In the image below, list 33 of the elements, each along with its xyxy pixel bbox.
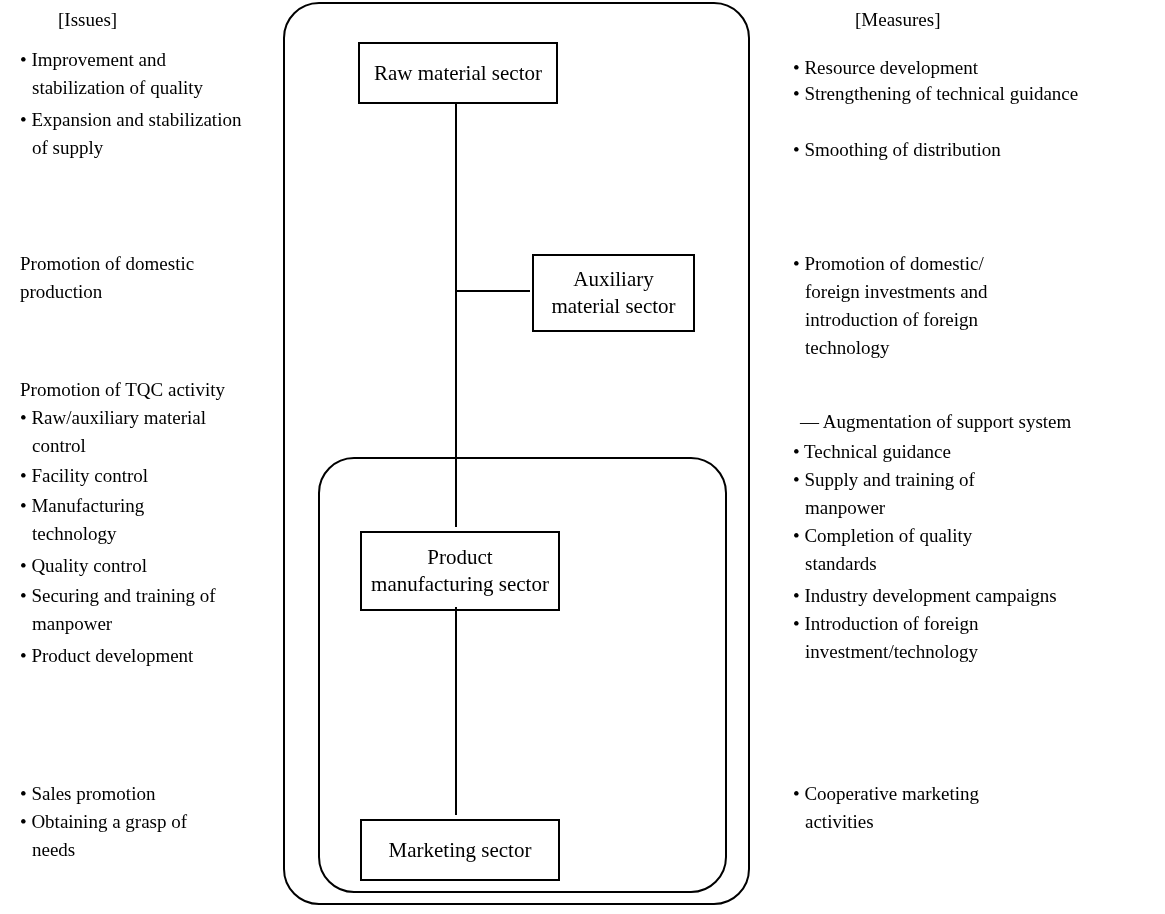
sector-box: Auxiliary material sector <box>532 254 695 332</box>
list-item: • Manufacturing technology <box>20 494 146 546</box>
list-item: • Industry development campaigns <box>793 584 1058 608</box>
list-item: • Smoothing of distribution <box>793 138 1002 162</box>
connector-line <box>455 290 531 528</box>
list-item: • Raw/auxiliary material control <box>20 406 208 458</box>
sector-box: Marketing sector <box>360 819 560 881</box>
group-frame <box>283 2 750 905</box>
column-text: Promotion of TQC activity <box>20 378 226 402</box>
column-text: Promotion of domestic production <box>20 252 195 304</box>
list-item: • Facility control <box>20 464 150 488</box>
list-item: • Supply and training of manpower <box>793 468 976 520</box>
list-item: • Expansion and stabilization of supply <box>20 108 243 160</box>
list-item: • Completion of quality standards <box>793 524 974 576</box>
list-item: • Sales promotion <box>20 782 157 806</box>
list-item: • Quality control <box>20 554 148 578</box>
list-item: • Resource development <box>793 56 979 80</box>
list-item: • Obtaining a grasp of needs <box>20 810 189 862</box>
list-item: • Improvement and stabilization of quality <box>20 48 204 100</box>
list-item: • Introduction of foreign investment/technology <box>793 612 980 664</box>
list-item: • Cooperative marketing activities <box>793 782 981 834</box>
list-item: • Product development <box>20 644 195 668</box>
list-item: • Promotion of domestic/ foreign investments and introduction of foreign technology <box>793 252 989 360</box>
connector-line <box>455 606 457 816</box>
sector-box: Raw material sector <box>358 42 558 104</box>
group-frame <box>318 457 727 893</box>
list-item: • Securing and training of manpower <box>20 584 217 636</box>
sector-box: Product manufacturing sector <box>360 531 560 611</box>
column-text: — Augmentation of support system <box>800 410 1073 434</box>
list-item: • Technical guidance <box>793 440 952 464</box>
list-item: • Strengthening of technical guidance <box>793 82 1080 106</box>
column-text: [Measures] <box>855 8 942 32</box>
column-text: [Issues] <box>58 8 119 32</box>
